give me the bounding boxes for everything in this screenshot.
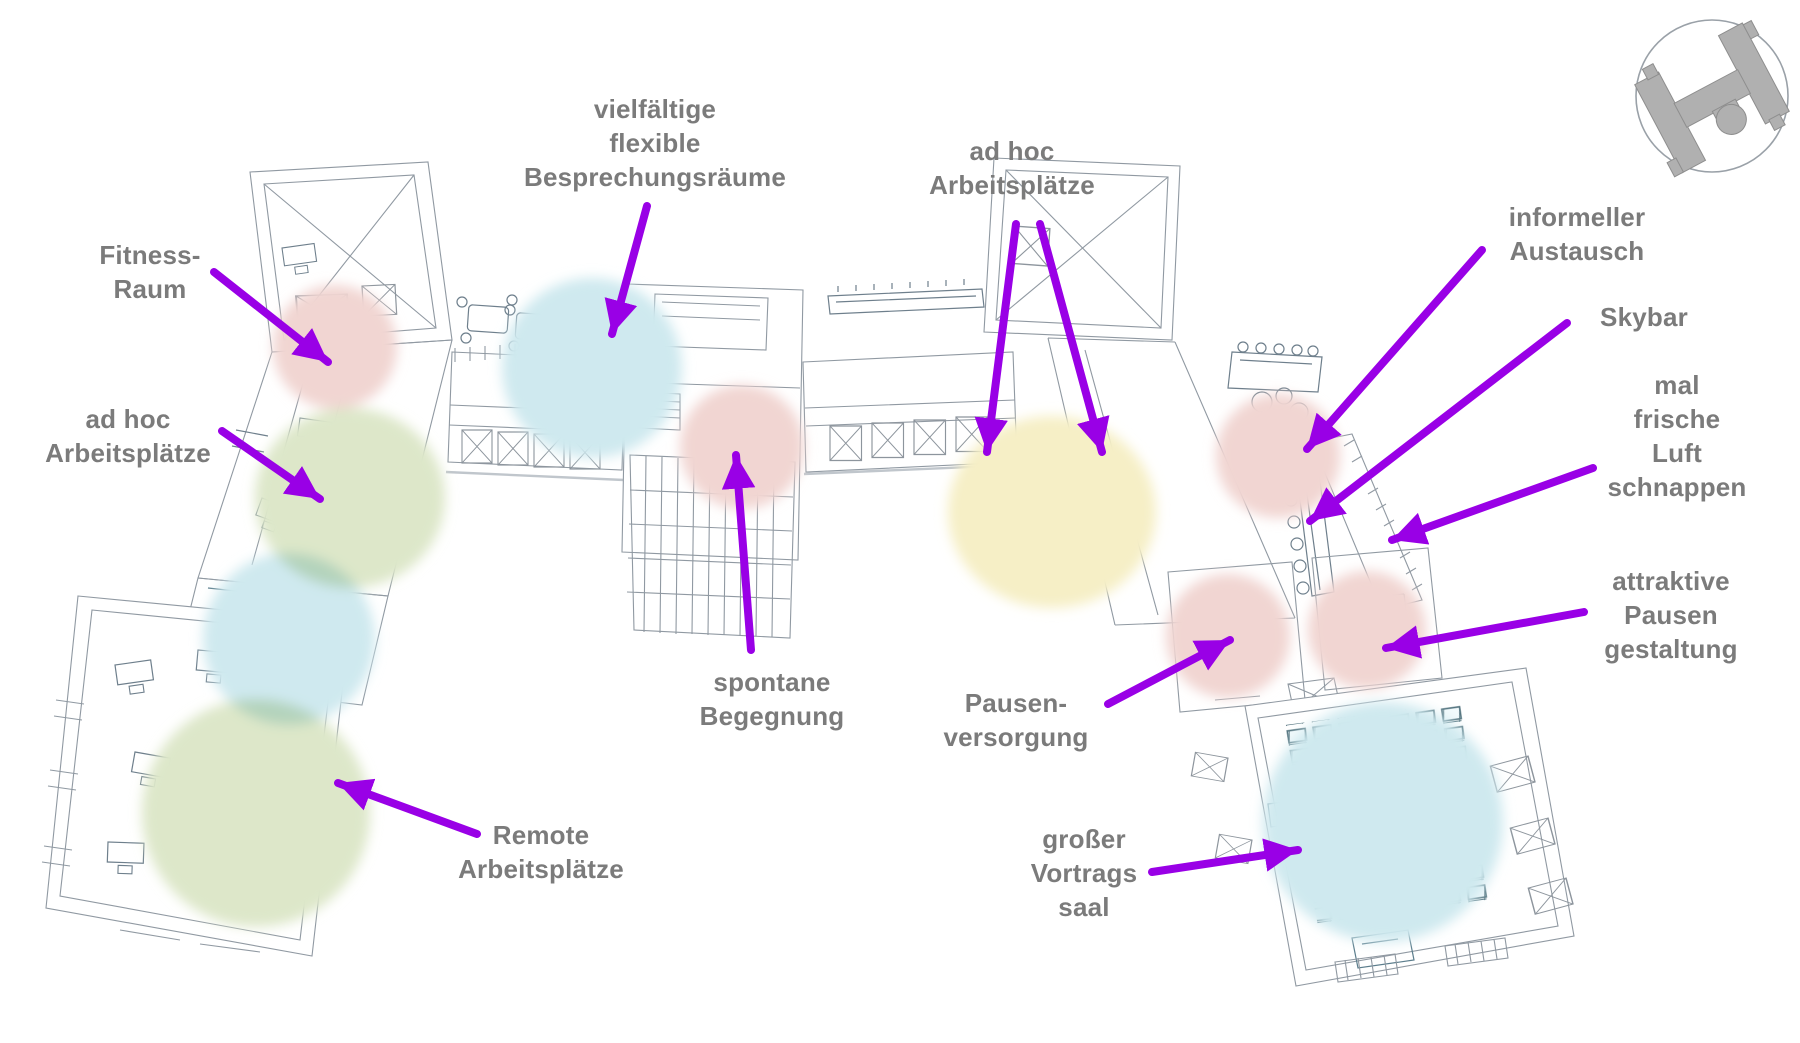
label-informeller: informeller Austausch (1508, 202, 1646, 266)
zone-circle-besprechung (502, 278, 682, 458)
label-pausenversorgung: Pausen- versorgung (943, 688, 1089, 752)
zone-circle-informeller (1216, 394, 1340, 518)
label-skybar: Skybar (1600, 302, 1688, 332)
label-vortragssaal: großer Vortrags saal (1030, 824, 1138, 922)
zone-circle-adhoc-left (255, 408, 445, 588)
label-adhoc-left: ad hoc Arbeitsplätze (45, 404, 211, 468)
arrow-adhoc-top-left (974, 220, 1020, 456)
label-besprechungsraeume: vielfältige flexible Besprechungsräume (523, 94, 787, 192)
arrow-pausenversorgung (1104, 636, 1234, 708)
label-frische-luft: mal frische Luft schnappen (1607, 370, 1747, 502)
zone-circle-fitness (273, 285, 397, 409)
arrow-vortragssaal (1148, 838, 1302, 876)
arrow-frische-luft (1388, 464, 1597, 545)
arrow-remote (334, 778, 481, 838)
label-attraktive: attraktive Pausen gestaltung (1604, 566, 1738, 664)
label-fitness: Fitness- Raum (99, 240, 201, 304)
zone-highlights (142, 278, 1503, 942)
arrow-adhoc-top-right (1036, 220, 1110, 456)
zone-circle-spontane (680, 385, 804, 509)
zone-circle-adhoc-top (948, 416, 1156, 608)
arrow-informeller (1303, 246, 1486, 453)
label-adhoc-top: ad hoc Arbeitsplätze (929, 136, 1095, 200)
label-spontane: spontane Begegnung (699, 667, 845, 731)
zone-circle-attraktive (1308, 571, 1426, 689)
zone-circle-kitchen (203, 553, 375, 725)
label-remote: Remote Arbeitsplätze (458, 820, 624, 884)
arrow-besprechung (604, 202, 651, 338)
arrow-adhoc-left (218, 427, 324, 503)
logo-h-shape-icon (1634, 19, 1790, 178)
arrow-fitness (210, 268, 332, 366)
zone-circle-vortragssaal (1263, 702, 1503, 942)
annotation-arrows (210, 202, 1597, 876)
arrow-spontane (721, 451, 756, 654)
zone-circle-pausenversorgung (1166, 574, 1290, 698)
building-footprint-logo (1634, 19, 1790, 178)
arrow-attraktive (1382, 608, 1588, 659)
zone-circle-remote (142, 699, 370, 927)
arrow-skybar (1306, 319, 1571, 525)
